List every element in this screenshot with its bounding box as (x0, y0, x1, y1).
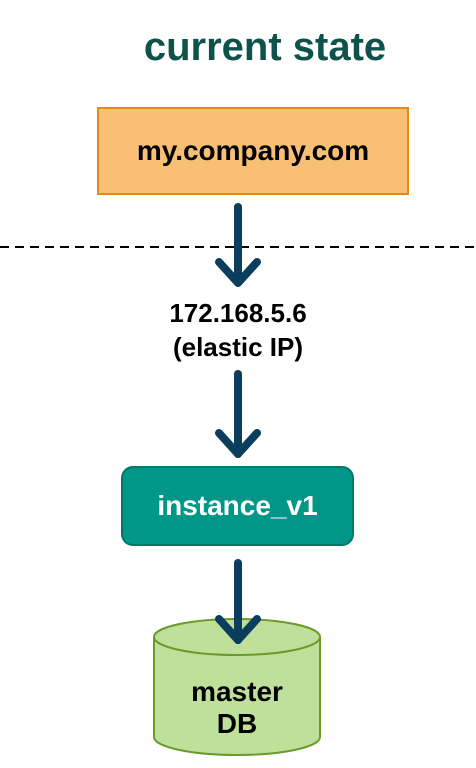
arrow-instance-to-db (215, 559, 261, 644)
database-body (153, 636, 321, 756)
database-label-line1: master (191, 676, 283, 707)
arrow-domain-to-ip (215, 203, 261, 287)
database-label-line2: DB (216, 708, 258, 739)
arrow-ip-to-instance (215, 370, 261, 458)
page-title: current state (143, 25, 387, 69)
domain-box: my.company.com (97, 107, 409, 195)
ip-note: (elastic IP) (172, 332, 304, 362)
ip-label: 172.168.5.6 (elastic IP) (120, 296, 356, 364)
database-label: master DB (154, 676, 320, 740)
database-cylinder (153, 618, 321, 756)
ip-address: 172.168.5.6 (169, 298, 307, 328)
instance-box: instance_v1 (121, 466, 354, 546)
